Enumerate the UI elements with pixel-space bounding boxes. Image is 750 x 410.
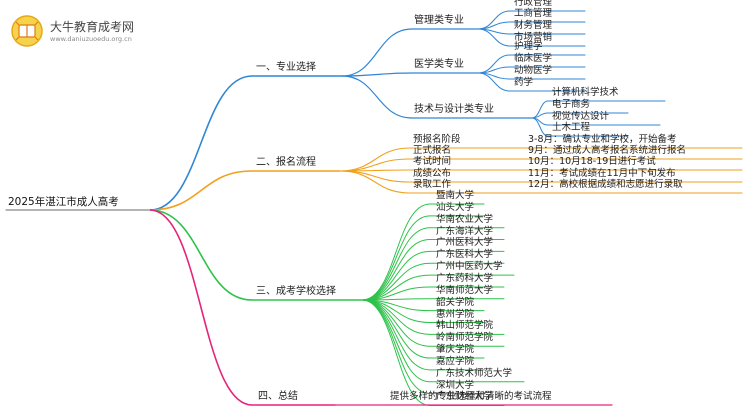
logo-icon: [11, 15, 43, 47]
major-item: 药学: [514, 77, 534, 88]
category-2: 技术与设计类专业: [414, 104, 494, 115]
school-item: 韩山师范学院: [436, 320, 494, 332]
step-stage: 正式报名: [413, 145, 452, 156]
school-item: 广东医科大学: [436, 249, 494, 261]
major-item: 财务管理: [514, 20, 553, 31]
step-stage: 录取工作: [413, 179, 452, 190]
step-connector: [339, 170, 411, 183]
sub-connector: [341, 72, 413, 77]
school-item: 肇庆学院: [436, 344, 475, 356]
school-connector: [361, 239, 431, 301]
school-item: 华南师范大学: [436, 284, 494, 296]
step-detail: 12月：高校根据成绩和志愿进行录取: [528, 179, 683, 190]
leaf-connector: [531, 117, 549, 137]
major-item: 护理学: [514, 41, 543, 52]
school-item: 惠州学院: [436, 308, 475, 320]
major-item: 土木工程: [552, 122, 591, 133]
school-connector: [361, 299, 431, 395]
major-item: 市场营销: [514, 32, 553, 43]
school-item: 广州医科大学: [436, 237, 494, 249]
school-connector: [361, 299, 431, 359]
category-1: 医学类专业: [414, 59, 464, 70]
school-item: 暨南大学: [436, 190, 475, 201]
major-item: 行政管理: [514, 0, 553, 8]
sub-connector: [341, 75, 413, 119]
step-stage: 预报名阶段: [413, 134, 461, 145]
school-item: 汕头大学: [436, 201, 475, 213]
branch-connector: [149, 170, 253, 211]
school-item: 广东财经大学: [436, 391, 494, 403]
school-item: 广州中医药大学: [436, 261, 503, 273]
school-connector: [361, 299, 431, 383]
branch-connector: [149, 75, 253, 211]
step-stage: 成绩公布: [413, 168, 452, 179]
step-detail: 9月：通过成人高考报名系统进行报名: [528, 145, 687, 156]
major-item: 动物医学: [514, 65, 553, 76]
school-item: 嘉应学院: [436, 355, 475, 367]
school-item: 华南农业大学: [436, 213, 494, 225]
summary-text: 提供多样的专业选择和清晰的考试流程: [390, 391, 552, 402]
step-detail: 3-8月：确认专业和学校，开始备考: [528, 134, 677, 145]
branch-schools: 三、成考学校选择: [256, 286, 336, 297]
school-connector: [361, 215, 431, 301]
major-item: 计算机科学技术: [552, 87, 619, 98]
branch-connector: [149, 209, 253, 406]
major-item: 临床医学: [514, 53, 553, 64]
school-connector: [361, 203, 431, 301]
sub-connector: [341, 28, 413, 77]
branch-summary: 四、总结: [258, 391, 298, 402]
school-item: 广东药科大学: [436, 272, 494, 284]
leaf-connector: [477, 72, 511, 92]
step-detail: 10月：10月18-19日进行考试: [528, 156, 656, 167]
school-item: 韶关学院: [436, 296, 475, 308]
school-connector: [361, 299, 431, 406]
step-connector: [339, 158, 411, 172]
school-item: 岭南师范学院: [436, 332, 494, 344]
major-item: 视觉传达设计: [552, 111, 610, 122]
brand-title: 大牛教育成考网: [50, 20, 135, 34]
root-node: 2025年湛江市成人高考: [8, 196, 119, 208]
school-connector: [361, 227, 431, 301]
major-item: 工商管理: [514, 8, 553, 19]
branch-registration: 二、报名流程: [256, 157, 316, 168]
school-item: 广东技术师范大学: [436, 367, 513, 379]
major-item: 电子商务: [552, 99, 591, 110]
brand-url: www.daniuzuoedu.org.cn: [50, 35, 132, 43]
school-connector: [361, 299, 431, 347]
school-item: 广东海洋大学: [436, 225, 494, 237]
step-connector: [339, 170, 411, 194]
branch-connector: [149, 209, 253, 301]
leaf-connector: [477, 28, 511, 47]
school-item: 深圳大学: [436, 379, 475, 391]
step-detail: 11月：考试成绩在11月中下旬发布: [528, 168, 676, 179]
category-0: 管理类专业: [414, 15, 464, 26]
branch-major-selection: 一、专业选择: [256, 62, 316, 73]
leaf-connector: [477, 10, 511, 30]
step-stage: 考试时间: [413, 156, 452, 167]
